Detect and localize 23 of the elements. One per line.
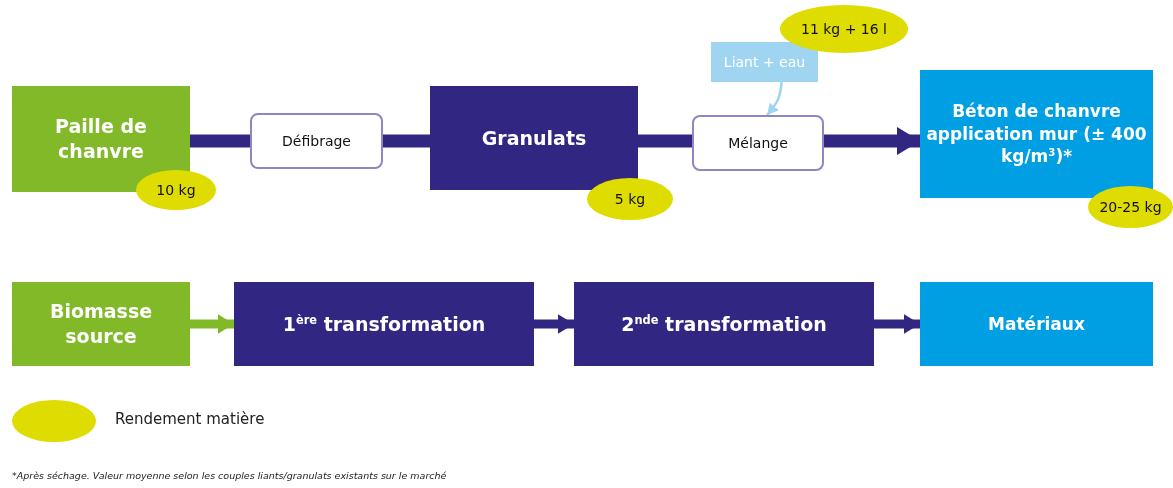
arrow [874,314,920,334]
yield-ellipse: 11 kg + 16 l [780,5,908,53]
input-box: Liant + eau [711,42,818,82]
arrow [190,314,234,334]
arrow [824,126,920,156]
product-box: Béton de chanvre application mur (± 400 kg/m$^{3}$)* [920,70,1153,198]
product-box: Granulats [430,86,638,190]
source-box: Biomasse source [12,282,190,366]
connector-bar [190,134,250,148]
legend-label: Rendement matière [115,410,265,428]
arrow [534,314,574,334]
yield-ellipse: 10 kg [136,170,216,210]
stage-box: 2$^{nde}$ transformation [574,282,874,366]
footnote: *Après séchage. Valeur moyenne selon les couples liants/granulats existants sur le marché [12,470,447,481]
yield-ellipse: 20-25 kg [1088,186,1173,228]
connector-bar [383,134,430,148]
arrow [766,81,783,116]
process-box: Défibrage [250,113,383,169]
process-box: Mélange [692,115,824,171]
stage-box: 1$^{ère}$ transformation [234,282,534,366]
yield-ellipse: 5 kg [587,178,673,220]
connector-bar [638,134,692,148]
stage-box: Matériaux [920,282,1153,366]
